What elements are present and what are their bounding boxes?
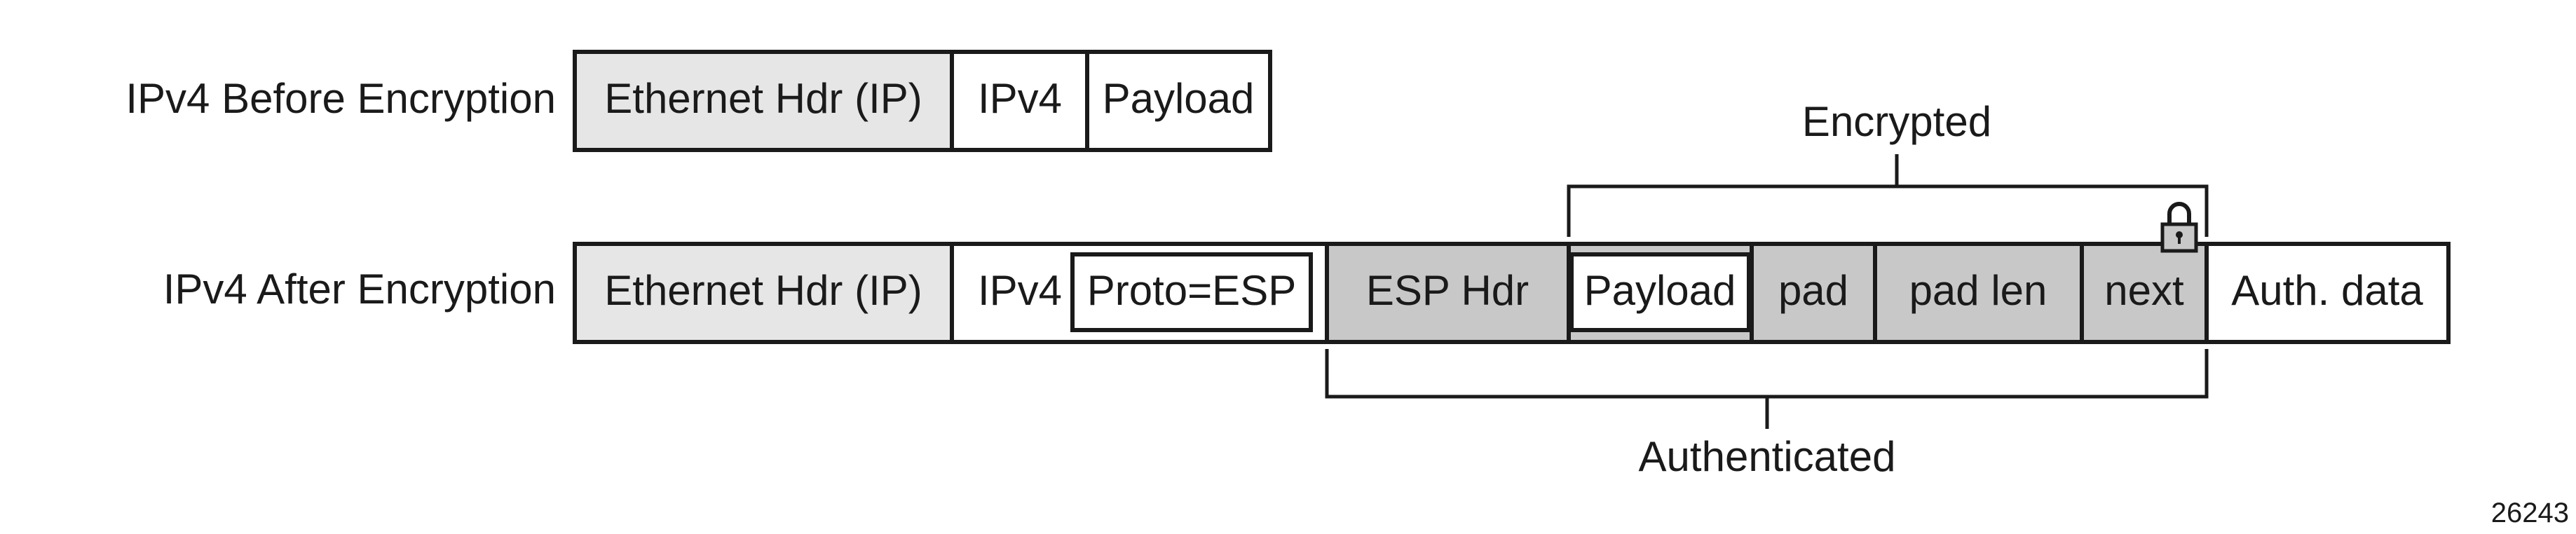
segment-ethernet-header-before [573,50,954,152]
segment-pad [1750,242,1877,344]
payload-inner-box [1569,252,1751,332]
row-label-after: IPv4 After Encryption [163,266,556,313]
segment-label-next: next [2104,267,2184,314]
figure-id: 26243 [2491,498,2569,528]
segment-next [2080,242,2209,344]
padlock-icon [2160,202,2198,253]
authenticated-bracket [1325,349,2209,429]
encrypted-bracket [1567,154,2209,237]
encrypted-label: Encrypted [1802,98,1991,145]
proto-esp-label: Proto=ESP [1087,267,1297,314]
payload-inner-label: Payload [1584,267,1736,314]
segment-label-payload-before: Payload [1103,75,1255,122]
segment-label-ethernet-before: Ethernet Hdr (IP) [604,75,922,122]
segment-label-ethernet-after: Ethernet Hdr (IP) [604,267,922,314]
segment-label-ipv4-after: IPv4 [978,267,1062,314]
segment-payload-before [1085,50,1272,152]
authenticated-label: Authenticated [1639,433,1896,480]
row-label-before: IPv4 Before Encryption [125,75,556,122]
segment-label-pad: pad [1778,267,1848,314]
proto-esp-box [1070,252,1313,332]
segment-ipv4-before [950,50,1089,152]
segment-auth-data [2204,242,2451,344]
segment-esp-header [1325,242,1571,344]
segment-label-auth-data: Auth. data [2231,267,2423,314]
segment-pad-len [1873,242,2084,344]
segment-label-ipv4-before: IPv4 [978,75,1062,122]
segment-label-pad-len: pad len [1909,267,2047,314]
segment-label-esp-header: ESP Hdr [1366,267,1529,314]
